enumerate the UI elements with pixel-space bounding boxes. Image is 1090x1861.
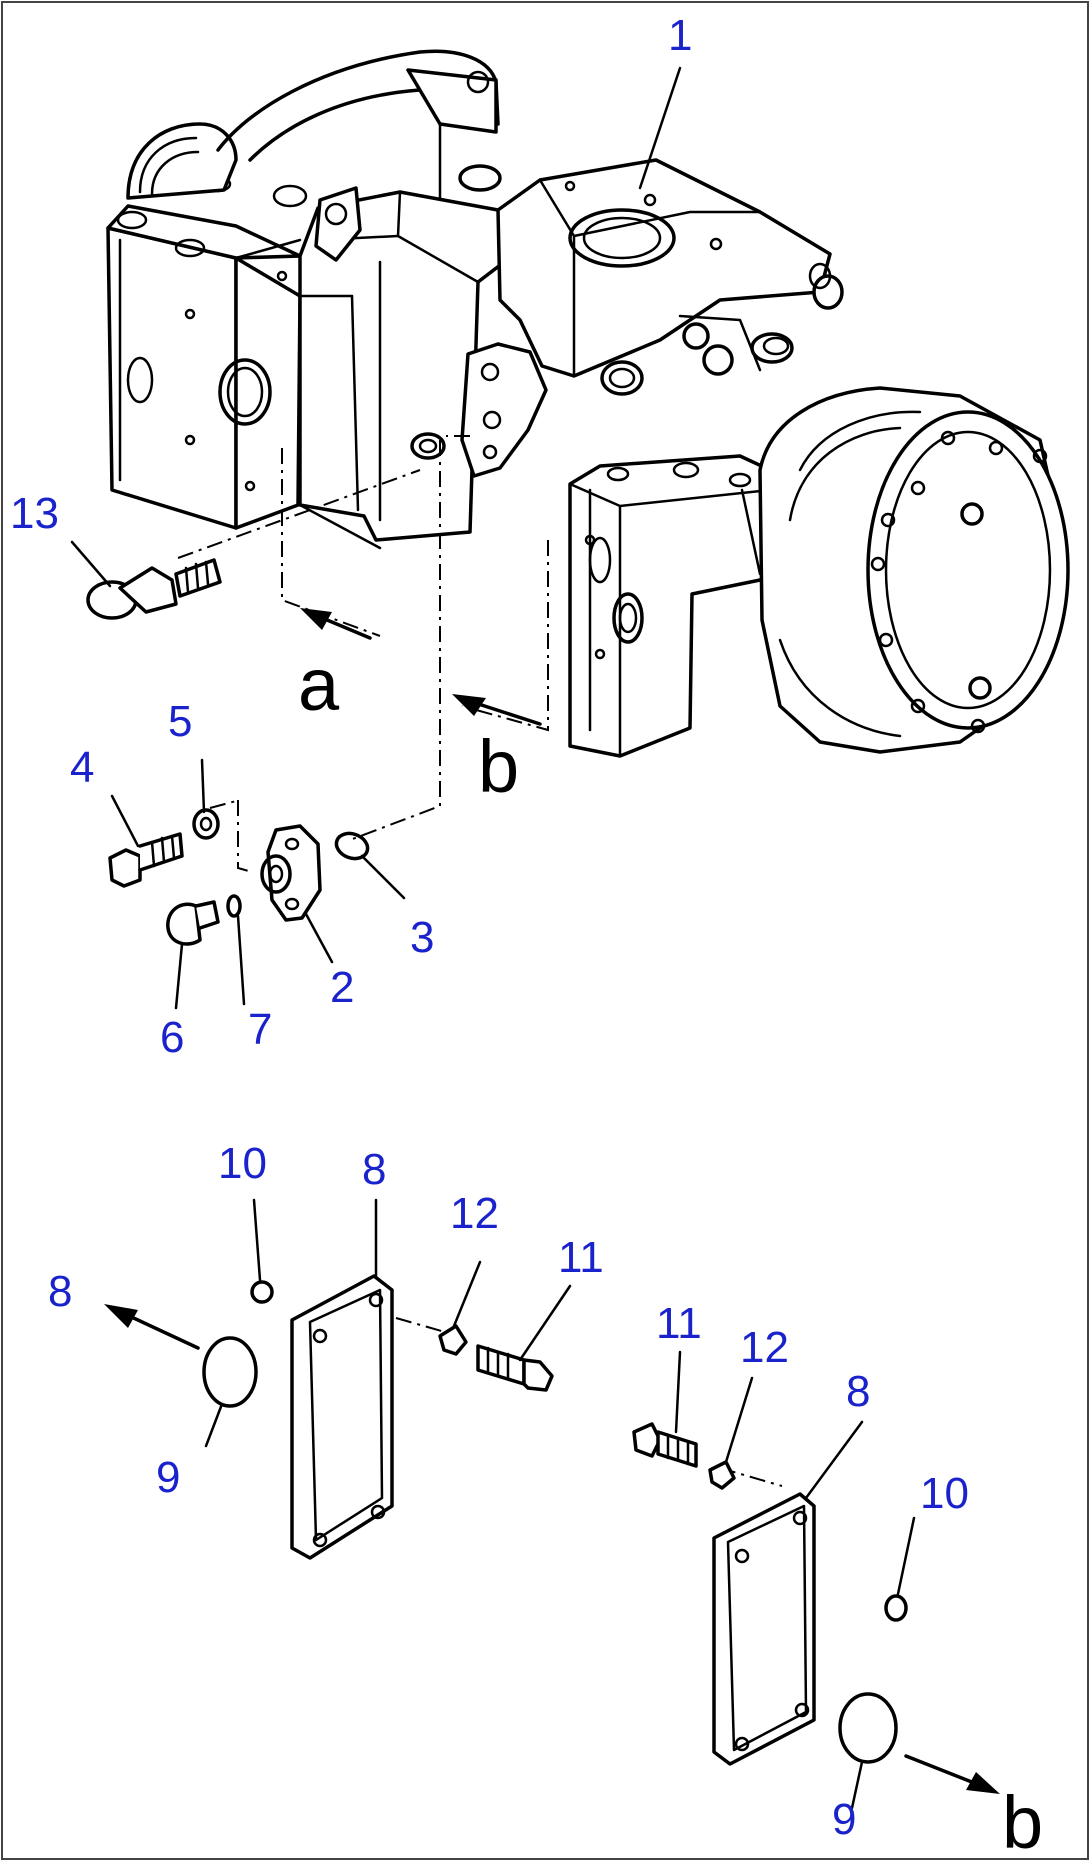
part-9-o-ring-right — [838, 1692, 898, 1764]
part-2-flange — [260, 824, 322, 922]
callout-4: 4 — [70, 743, 94, 792]
callout-5: 5 — [168, 697, 192, 746]
callout-3: 3 — [410, 913, 434, 962]
callout-7: 7 — [248, 1005, 272, 1054]
callout-1: 1 — [668, 11, 692, 60]
callout-labels: 1 2 3 4 5 6 7 8 8 8 9 9 10 10 11 11 12 1… — [10, 11, 969, 1844]
part-8-cover-plate-left — [290, 1274, 394, 1560]
callout-12-left: 12 — [450, 1189, 499, 1238]
transmission-assembly — [106, 49, 1070, 758]
part-3-o-ring — [334, 831, 370, 861]
part-10-ring-right — [884, 1594, 908, 1622]
part-5-washer — [192, 808, 220, 840]
view-letters: a b b — [298, 643, 1043, 1861]
callout-6: 6 — [160, 1013, 184, 1062]
part-11-bolt-right — [632, 1422, 698, 1468]
callout-13: 13 — [10, 489, 59, 538]
view-label-b-top: b — [478, 725, 519, 808]
part-4-bolt — [108, 832, 184, 888]
part-10-ring-left — [250, 1280, 274, 1304]
part-6-plug — [166, 900, 220, 946]
part-12-washer-left — [438, 1324, 468, 1356]
callout-11-left: 11 — [558, 1233, 604, 1282]
callout-8-cover-right: 8 — [846, 1367, 870, 1416]
part-13-sensor-loop — [86, 558, 222, 620]
part-11-bolt-left — [476, 1344, 554, 1392]
part-8-cover-plate-right — [712, 1492, 816, 1766]
leader-lines — [70, 66, 916, 1810]
callout-8-arrow: 8 — [48, 1267, 72, 1316]
callout-2: 2 — [330, 963, 354, 1012]
callout-10-right: 10 — [920, 1469, 969, 1518]
callout-9-right: 9 — [832, 1795, 856, 1844]
callout-9-left: 9 — [156, 1453, 180, 1502]
view-label-a: a — [298, 643, 340, 726]
view-label-b-bottom: b — [1002, 1781, 1043, 1861]
part-12-washer-right — [708, 1460, 736, 1490]
part-7-ring — [226, 894, 242, 918]
callout-10-left: 10 — [218, 1139, 267, 1188]
callout-11-right: 11 — [656, 1299, 702, 1348]
callout-12-right: 12 — [740, 1323, 789, 1372]
part-9-o-ring-left — [202, 1336, 258, 1408]
view-arrows — [104, 608, 1000, 1794]
callout-8-cover-left: 8 — [362, 1145, 386, 1194]
explode-lines — [177, 435, 783, 1487]
